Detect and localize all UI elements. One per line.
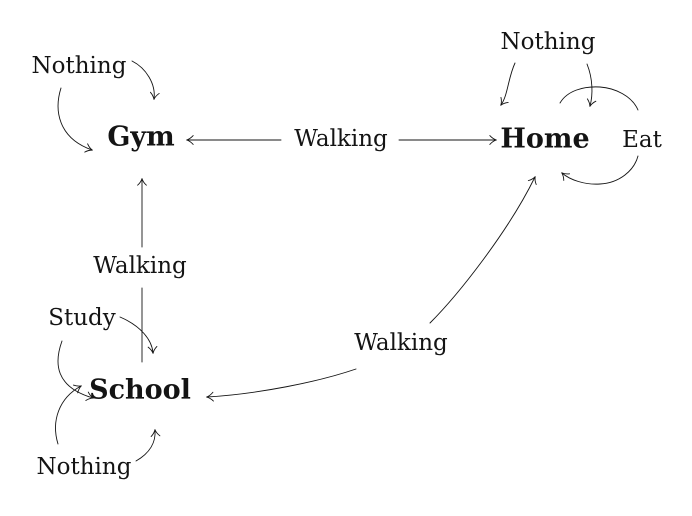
label-nothing-gym: Nothing	[32, 53, 127, 79]
edge-walking-to-school-curved-arrow	[206, 368, 357, 402]
label-walking-gym-home: Walking	[294, 126, 388, 152]
label-eat-home: Eat	[622, 127, 663, 153]
edge-nothing-gym-left-arc	[57, 87, 93, 153]
label-walking-gym-school: Walking	[93, 253, 187, 279]
edge-nothing-home-left-arc	[500, 62, 516, 106]
edge-nothing-home-right-arc	[586, 63, 597, 107]
edge-eat-loop-top-arc	[559, 86, 639, 111]
edge-nothing-school-left-arc	[55, 384, 82, 445]
node-school: School	[89, 375, 191, 406]
label-study-school: Study	[48, 305, 116, 331]
edge-walking-to-home-curved-arrow	[429, 176, 537, 324]
label-nothing-school: Nothing	[37, 454, 132, 480]
edge-eat-loop-bottom-arc	[561, 155, 639, 185]
label-nothing-home: Nothing	[501, 29, 596, 55]
edge-study-school-right-arc	[119, 316, 158, 354]
edge-nothing-school-right-arc	[135, 429, 161, 462]
label-walking-school-home: Walking	[354, 330, 448, 356]
edge-nothing-gym-right-arc	[131, 60, 160, 100]
node-gym: Gym	[107, 122, 174, 153]
edge-study-school-left-arc	[57, 340, 94, 401]
node-home: Home	[500, 124, 589, 155]
